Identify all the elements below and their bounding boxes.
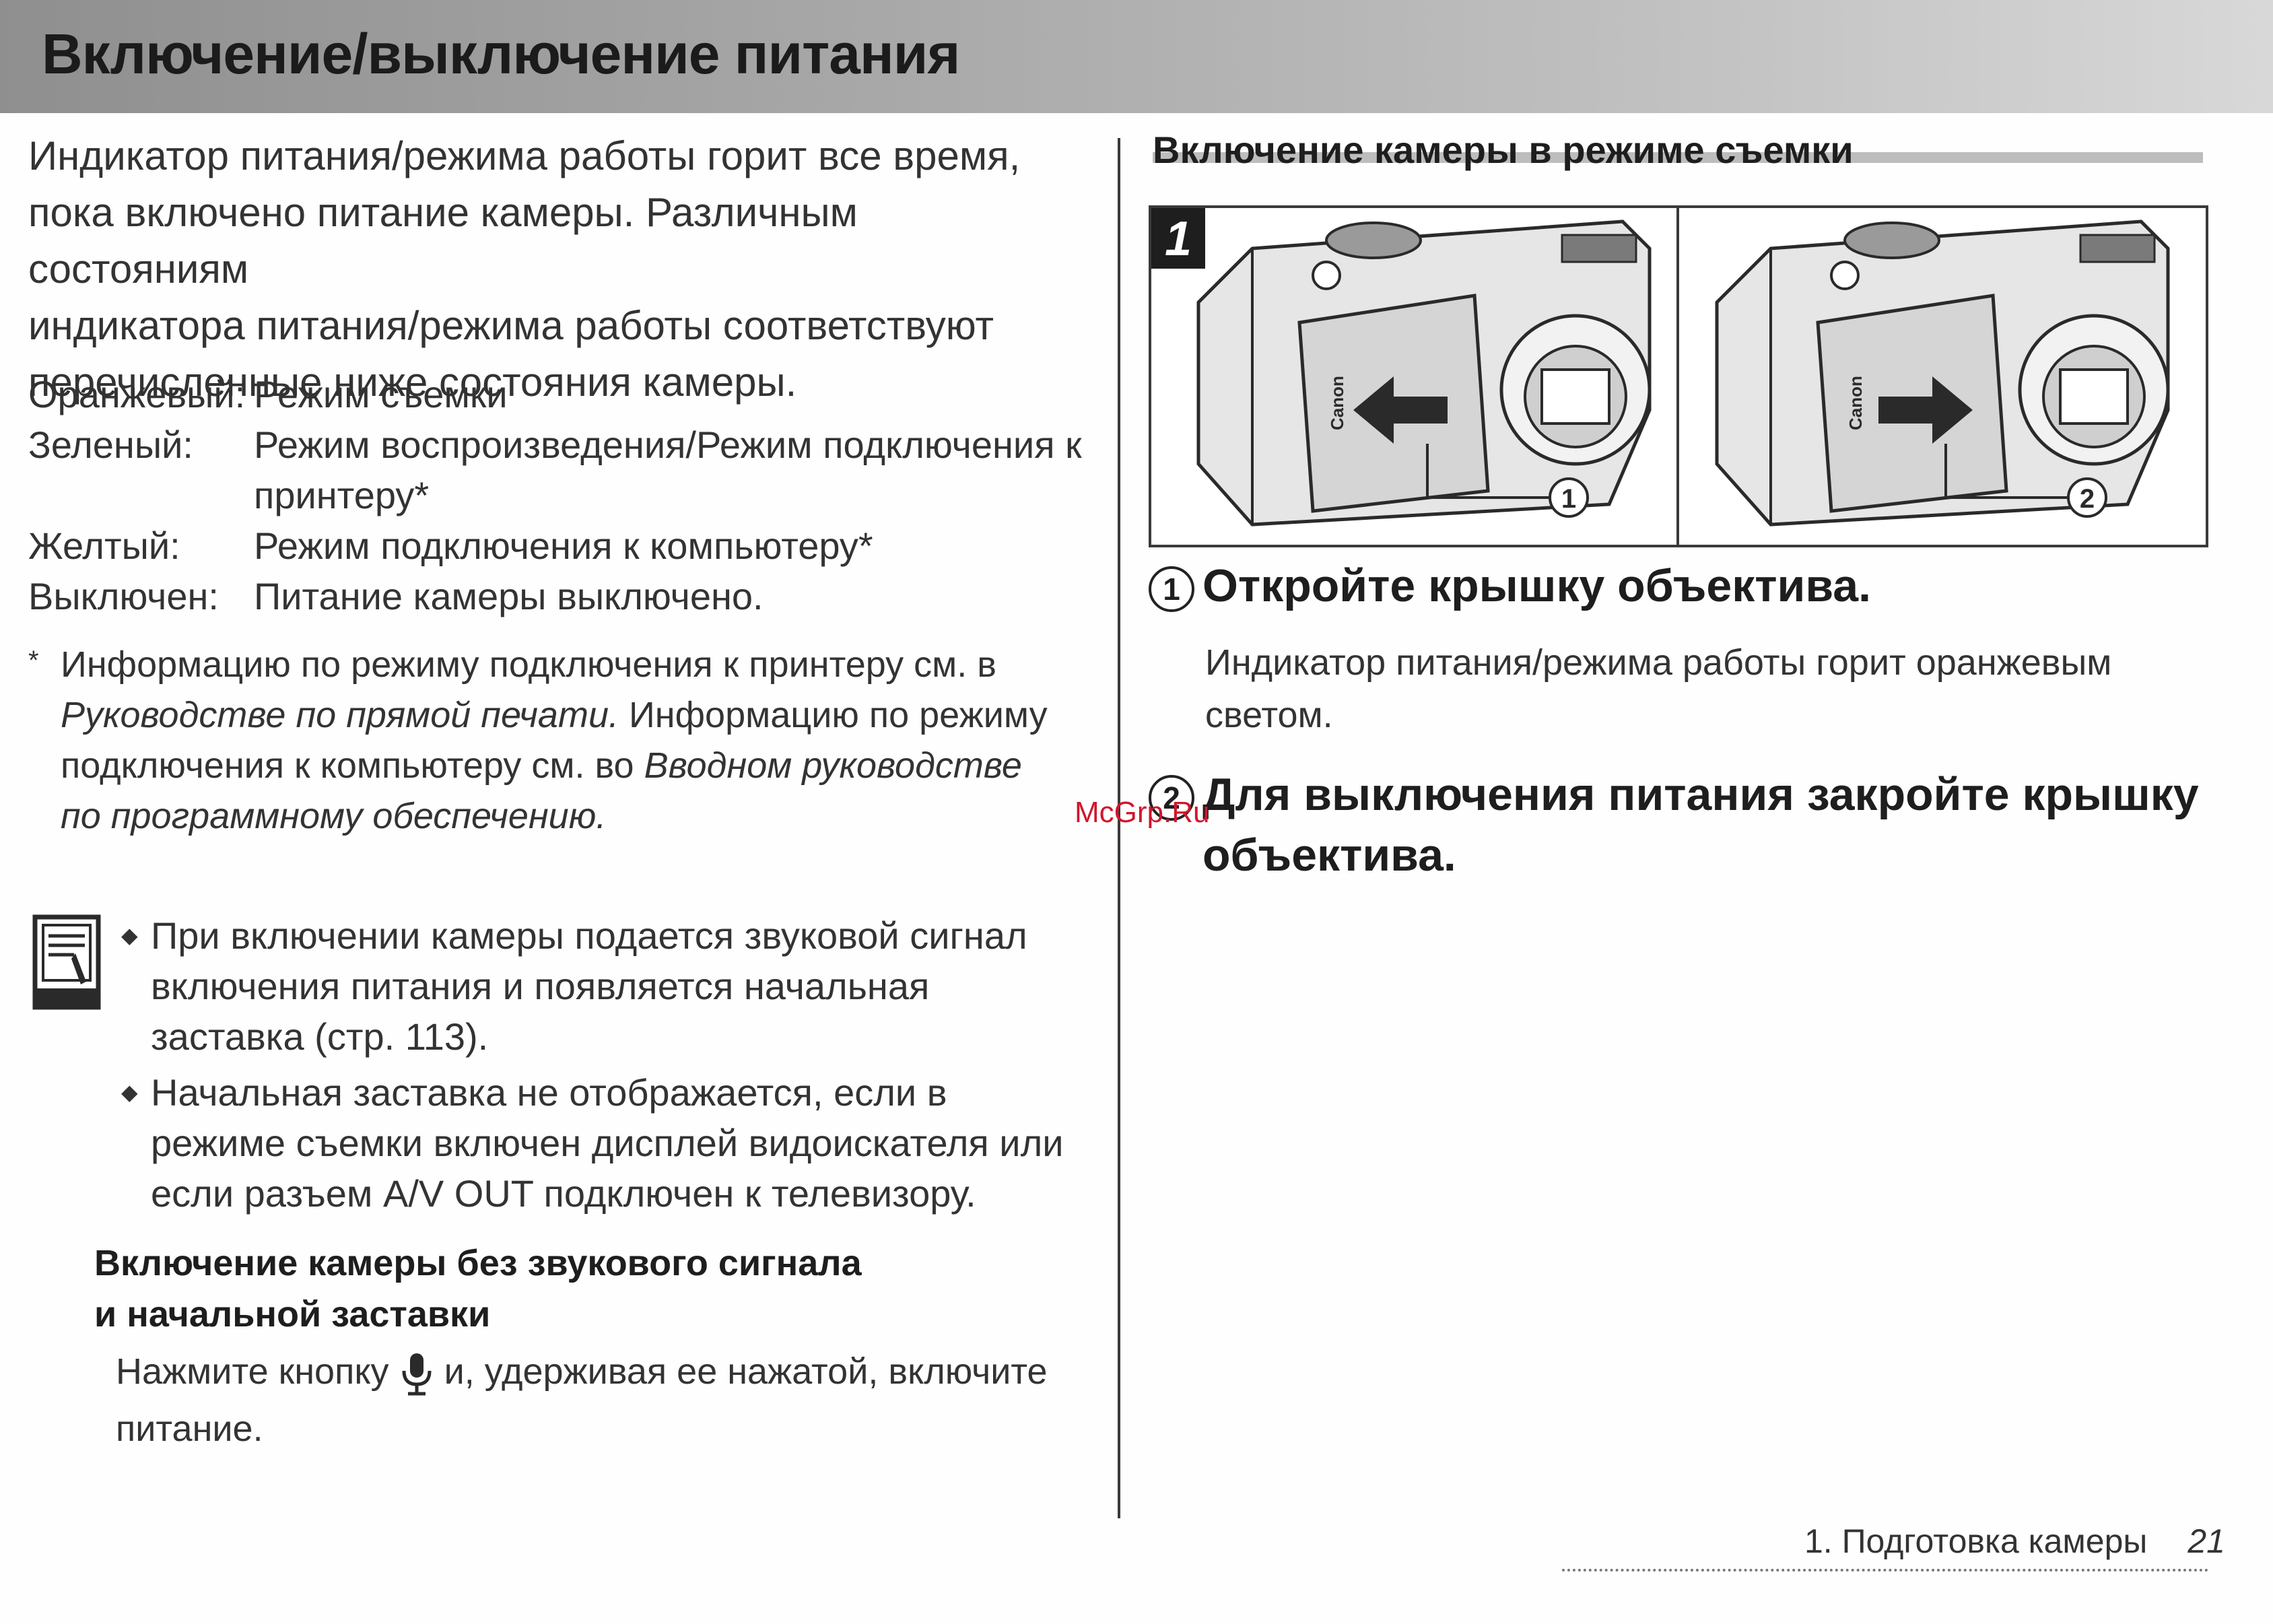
heading-underline <box>1153 152 2203 163</box>
watermark: McGrp.Ru <box>1075 796 1210 829</box>
callout-2: 2 <box>2080 484 2095 514</box>
note-item: Начальная заставка не отображается, если… <box>121 1067 1091 1219</box>
silent-start-heading-line: и начальной заставки <box>94 1294 491 1334</box>
footnote: * Информацию по режиму подключения к при… <box>28 640 1065 842</box>
indicator-status-table: Оранжевый: Режим съемки Зеленый: Режим в… <box>28 369 1082 621</box>
intro-line: пока включено питание камеры. Различным … <box>28 190 858 292</box>
camera-brand-label: Canon <box>1845 376 1866 430</box>
status-row-off: Выключен: Питание камеры выключено. <box>28 571 1082 621</box>
silent-start-body: Нажмите кнопку и, удерживая ее нажатой, … <box>116 1343 1092 1458</box>
footnote-text: Информацию по режиму подключения к принт… <box>61 640 1065 842</box>
figure-divider <box>1676 208 1679 545</box>
step-1-title: Откройте крышку объектива. <box>1202 560 1871 611</box>
status-desc: Режим подключения к компьютеру* <box>254 525 873 567</box>
footnote-text-part: Информацию по режиму подключения к принт… <box>61 644 996 685</box>
footer-rule <box>1562 1569 2208 1571</box>
note-icon <box>32 914 101 1010</box>
figure-number: 1 <box>1151 208 1205 269</box>
silent-start-heading: Включение камеры без звукового сигнала и… <box>94 1238 1037 1340</box>
camera-figure: 1 Canon 1 Canon 2 <box>1149 205 2208 547</box>
intro-paragraph: Индикатор питания/режима работы горит вс… <box>28 128 1079 411</box>
status-row-yellow: Желтый: Режим подключения к компьютеру* <box>28 520 1082 571</box>
footnote-mark: * <box>28 646 39 675</box>
step-2-title: Для выключения питания закройте крышку о… <box>1202 769 2199 881</box>
step-1-body: Индикатор питания/режима работы горит ор… <box>1205 642 2112 735</box>
shooting-mode-heading-text: Включение камеры в режиме съемки <box>1153 129 1854 171</box>
status-label: Зеленый: <box>28 424 193 466</box>
step-1-number: 1 <box>1149 566 1194 613</box>
status-label: Желтый: <box>28 525 180 567</box>
intro-line: Индикатор питания/режима работы горит вс… <box>28 133 1021 178</box>
camera-open-illustration: Canon 1 <box>1196 219 1652 527</box>
status-row-green: Зеленый: Режим воспроизведения/Режим под… <box>28 419 1082 520</box>
camera-closed-illustration: Canon 2 <box>1715 219 2170 527</box>
status-desc: Питание камеры выключено. <box>254 575 764 617</box>
status-desc: Режим съемки <box>254 373 508 415</box>
note-item: При включении камеры подается звуковой с… <box>121 910 1091 1062</box>
shooting-mode-heading: Включение камеры в режиме съемки <box>1153 128 2203 175</box>
chapter-label: 1. Подготовка камеры <box>1804 1522 2148 1560</box>
microphone-icon <box>402 1353 432 1396</box>
status-label: Оранжевый: <box>28 373 246 415</box>
status-row-orange: Оранжевый: Режим съемки <box>28 369 1082 419</box>
header-bar <box>0 0 2273 113</box>
status-desc: Режим воспроизведения/Режим подключения … <box>254 424 1082 516</box>
intro-line: перечисленные ниже состояния камеры. <box>28 360 797 405</box>
column-divider <box>1118 138 1120 1518</box>
camera-brand-label: Canon <box>1327 376 1347 430</box>
page-title: Включение/выключение питания <box>42 22 960 86</box>
silent-start-text: Нажмите кнопку <box>116 1351 389 1392</box>
silent-start-heading-line: Включение камеры без звукового сигнала <box>94 1243 862 1283</box>
printing-guide-ref: Руководстве по прямой печати. <box>61 695 619 735</box>
page-number: 21 <box>2187 1522 2225 1560</box>
software-guide-ref: Вводном руководстве по программному обес… <box>61 745 1022 836</box>
step-2-number: 2 <box>1149 775 1194 821</box>
notes-list: При включении камеры подается звуковой с… <box>121 910 1091 1219</box>
callout-1: 1 <box>1561 484 1576 514</box>
page-footer: 1. Подготовка камеры 21 <box>1804 1522 2225 1561</box>
footnote-text-part: Информацию по режиму подключения к компь… <box>61 695 1048 786</box>
silent-start-text: и, удерживая ее нажатой, включите питани… <box>116 1351 1048 1449</box>
status-label: Выключен: <box>28 575 219 617</box>
intro-line: индикатора питания/режима работы соответ… <box>28 303 994 348</box>
